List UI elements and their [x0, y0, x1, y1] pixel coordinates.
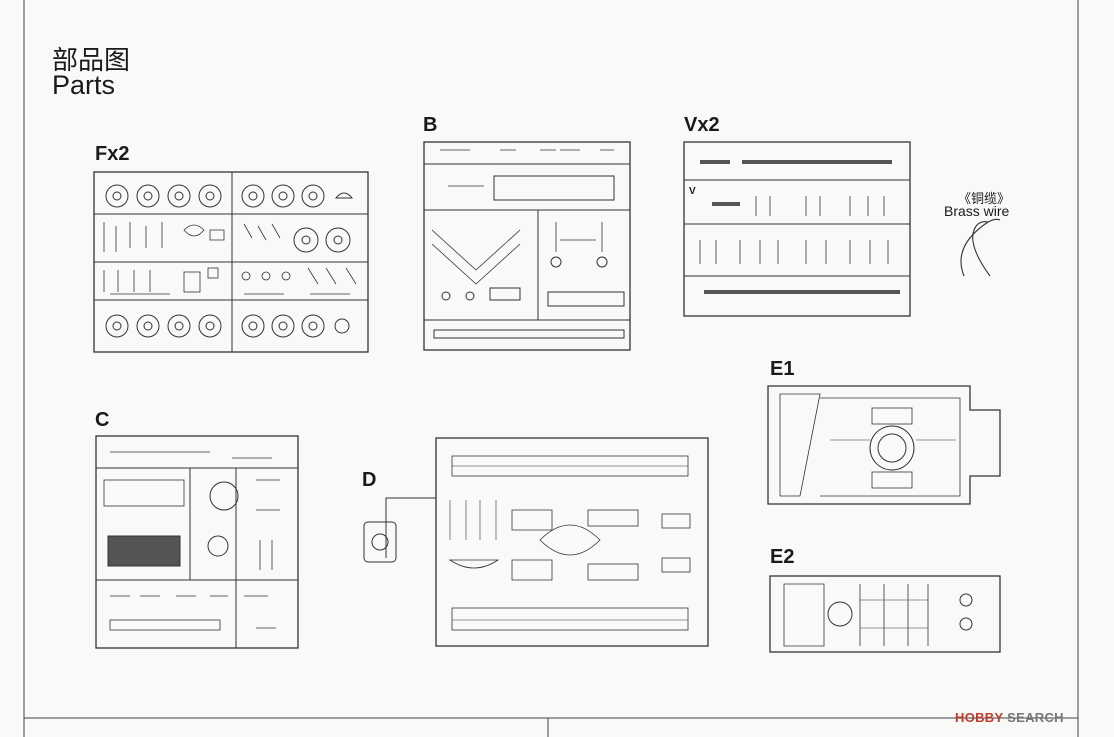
sprue-c-label: C	[95, 409, 110, 431]
sprue-f-label: Fx2	[95, 143, 130, 165]
sprue-d	[363, 437, 709, 647]
brass-wire	[960, 218, 1001, 277]
watermark: HOBBY SEARCH	[955, 710, 1064, 725]
sprue-e2-label: E2	[770, 546, 795, 568]
page-title-cn: 部品图	[52, 46, 131, 76]
sprue-b	[423, 141, 631, 351]
small-parts-f	[103, 222, 357, 295]
sprue-v-tag: V	[689, 186, 696, 197]
hull-e2	[769, 575, 1001, 653]
brass-wire-label-cn: 《铜缆》	[958, 192, 1011, 207]
sprue-d-label: D	[362, 469, 377, 491]
page-border	[23, 0, 1079, 737]
road-wheels-bottom	[105, 314, 350, 338]
sprue-c	[95, 435, 299, 649]
page-title-en: Parts	[52, 70, 116, 100]
sprue-b-label: B	[423, 114, 438, 136]
track-sections	[699, 196, 889, 264]
road-wheels-top	[105, 184, 354, 208]
sprue-f	[93, 171, 369, 353]
sprue-e1-label: E1	[770, 358, 795, 380]
brass-wire-label-en: Brass wire	[944, 203, 1010, 219]
sprue-v-label: Vx2	[684, 114, 720, 136]
sprue-v	[683, 141, 911, 317]
track-links	[700, 160, 900, 294]
sprockets	[293, 227, 351, 253]
hull-e1	[767, 385, 1001, 505]
